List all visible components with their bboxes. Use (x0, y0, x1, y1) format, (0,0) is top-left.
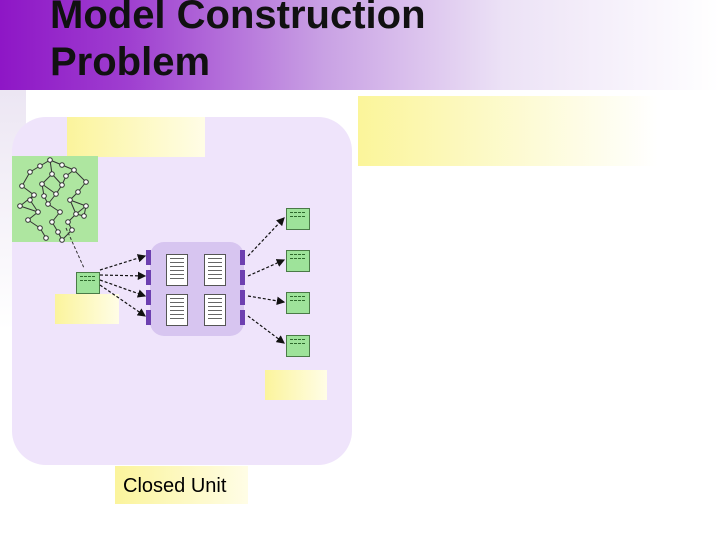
component-box-icon (286, 292, 310, 314)
graph-node (27, 197, 33, 203)
output-component-highlight (265, 370, 327, 400)
graph-node (69, 227, 75, 233)
input-connector-bar (146, 250, 151, 265)
input-arrow (99, 254, 147, 271)
output-arrow (247, 259, 286, 277)
graph-node (59, 162, 65, 168)
graph-node (45, 201, 51, 207)
slide-title-line-1: Model Construction (50, 0, 426, 37)
input-arrow (99, 279, 147, 298)
graph-node (39, 181, 45, 187)
graph-node (81, 213, 87, 219)
panel-highlight-tab (67, 117, 205, 157)
input-component-highlight (55, 294, 119, 324)
input-arrow (99, 271, 147, 281)
graph-edge (41, 183, 57, 195)
slide-title-line-2: Problem (50, 40, 211, 84)
graph-node (55, 229, 61, 235)
document-icon (166, 294, 188, 326)
slide-title: Model Construction Problem (50, 0, 426, 86)
component-box-icon (286, 250, 310, 272)
graph-node (17, 203, 23, 209)
input-connector-bar (146, 270, 151, 285)
output-connector-bar (240, 290, 245, 305)
output-arrow (247, 217, 285, 257)
closed-unit-box (150, 242, 244, 336)
input-connector-bar (146, 290, 151, 305)
graph-node (35, 209, 41, 215)
graph-node (31, 192, 37, 198)
yellow-highlight-banner (358, 96, 658, 166)
graph-node (37, 163, 43, 169)
input-arrow (99, 284, 146, 317)
graph-node (83, 179, 89, 185)
graph-node (67, 197, 73, 203)
output-arrow (247, 315, 285, 344)
output-connector-bar (240, 310, 245, 325)
graph-node (53, 191, 59, 197)
graph-node (71, 167, 77, 173)
graph-node (27, 169, 33, 175)
input-connector-bar (146, 310, 151, 325)
graph-edge (19, 194, 35, 207)
graph-edge (69, 199, 87, 207)
graph-node (25, 217, 31, 223)
graph-node (59, 182, 65, 188)
component-box-icon (286, 208, 310, 230)
graph-node (63, 173, 69, 179)
graph-node (47, 157, 53, 163)
graph-node (49, 219, 55, 225)
graph-node (73, 211, 79, 217)
graph-edge (19, 205, 39, 213)
graph-node (57, 209, 63, 215)
output-connector-bar (240, 270, 245, 285)
closed-unit-label: Closed Unit (123, 475, 227, 497)
document-icon (166, 254, 188, 286)
closed-unit-label-box: Closed Unit (115, 466, 248, 504)
component-box-icon (76, 272, 100, 294)
graph-node (59, 237, 65, 243)
document-icon (204, 294, 226, 326)
graph-node (43, 235, 49, 241)
graph-node (83, 203, 89, 209)
graph-node (75, 189, 81, 195)
graph-to-component-line (65, 227, 85, 269)
graph-node (37, 225, 43, 231)
graph-edge (73, 169, 87, 183)
output-connector-bar (240, 250, 245, 265)
output-arrow (247, 295, 286, 305)
graph-node (19, 183, 25, 189)
component-box-icon (286, 335, 310, 357)
graph-node (41, 193, 47, 199)
graph-node (49, 171, 55, 177)
document-icon (204, 254, 226, 286)
graph-node (65, 219, 71, 225)
